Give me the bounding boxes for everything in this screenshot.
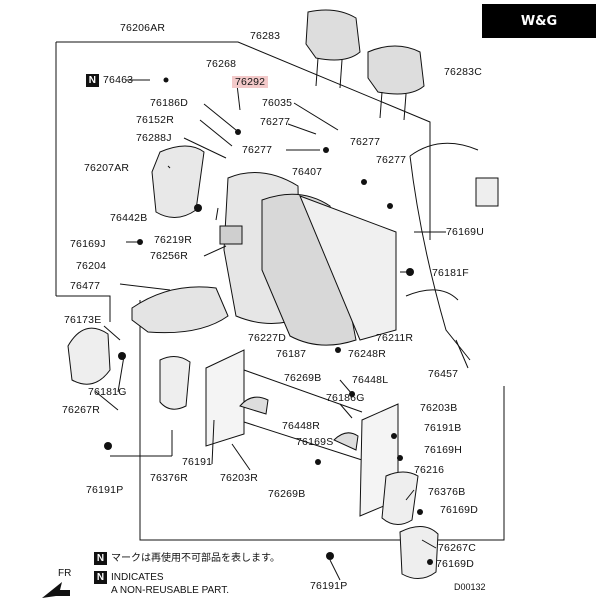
rod-upper: [243, 369, 363, 413]
part-label: 76211R: [376, 332, 414, 344]
part-label: 76169S: [296, 436, 334, 448]
part-label: 76376B: [428, 486, 466, 498]
part-label: 76181G: [88, 386, 127, 398]
legend-jp-row: N マークは再使用不可部品を表します。: [94, 552, 280, 565]
part-label: 76169U: [446, 226, 484, 238]
non-reusable-mark: N: [94, 552, 107, 565]
lever-cover-left-shape: [67, 327, 111, 385]
part-label: 76169J: [70, 238, 106, 250]
part-label: 76206AR: [120, 22, 166, 34]
belt-lower-shape: [405, 289, 459, 301]
part-label: 76219R: [154, 234, 192, 246]
belt-top-shape: [409, 142, 479, 157]
part-label: 76227D: [248, 332, 286, 344]
part-label: 76277: [350, 136, 381, 148]
part-label: 76191: [182, 456, 213, 468]
legend-notes: N マークは再使用不可部品を表します。 N INDICATES A NON-REUS…: [94, 552, 280, 597]
part-label: 76035: [262, 97, 293, 109]
hinge-left-shape: [159, 356, 191, 410]
part-label: 76277: [242, 144, 273, 156]
legend-en-row: N INDICATES: [94, 571, 280, 584]
part-label: 76442B: [110, 212, 148, 224]
legend-en-row-2: A NON-REUSABLE PART.: [94, 584, 280, 597]
part-label: 76448R: [282, 420, 320, 432]
frame-bottom-line: [139, 300, 505, 541]
drawing-code: D00132: [454, 582, 486, 592]
part-label-text: 76463: [103, 74, 134, 86]
part-label: 76203R: [220, 472, 258, 484]
non-reusable-mark: N: [94, 571, 107, 584]
part-label: 76269B: [268, 488, 306, 500]
part-label: 76152R: [136, 114, 174, 126]
link-right-shape: [333, 432, 359, 451]
part-label: 76277: [260, 116, 291, 128]
part-label: 76173E: [64, 314, 102, 326]
part-label: 76288J: [136, 132, 172, 144]
part-label: 76186G: [326, 392, 365, 404]
hinge-right-shape: [381, 471, 419, 525]
part-label: 76256R: [150, 250, 188, 262]
part-label: 76407: [292, 166, 323, 178]
part-label: 76191P: [86, 484, 124, 496]
retractor-shape: [475, 177, 499, 207]
part-label: 76283: [250, 30, 281, 42]
headrest-left-shape: [305, 9, 361, 61]
seatback-frame-shape: [299, 195, 397, 341]
legend-en-text-1: INDICATES: [111, 572, 164, 583]
brand-label: W&G: [520, 13, 558, 29]
part-label: 76477: [70, 280, 101, 292]
brand-logo: W&G: [482, 4, 596, 38]
front-arrow-icon: [42, 582, 70, 598]
part-label: 76267R: [62, 404, 100, 416]
part-label: 76448L: [352, 374, 389, 386]
lever-cover-right-shape: [399, 526, 439, 579]
part-label: 76376R: [150, 472, 188, 484]
part-label: 76186D: [150, 97, 188, 109]
headrest-right-shape: [367, 45, 425, 95]
part-label: 76267C: [438, 542, 476, 554]
link-left-shape: [239, 396, 269, 415]
part-label: 76457: [428, 368, 459, 380]
part-label: 76169D: [440, 504, 478, 516]
part-label: N 76463: [86, 74, 133, 87]
part-label: 76203B: [420, 402, 458, 414]
part-label: 76187: [276, 348, 307, 360]
rod-lower: [243, 421, 363, 461]
legend-jp-text: マークは再使用不可部品を表します。: [111, 553, 280, 564]
frame-top-line: [56, 41, 431, 240]
part-label: 76204: [76, 260, 107, 272]
legend-en-text-2: A NON-REUSABLE PART.: [111, 585, 229, 596]
part-label: 76216: [414, 464, 445, 476]
non-reusable-mark: N: [86, 74, 99, 87]
part-label: 76191P: [310, 580, 348, 592]
frame-notch: [56, 295, 111, 322]
cushion-shape: [131, 286, 229, 334]
belt-strap-shape: [409, 155, 471, 361]
part-label: 76268: [206, 58, 237, 70]
part-label: 76207AR: [84, 162, 130, 174]
part-label: 76248R: [348, 348, 386, 360]
part-label: 76169H: [424, 444, 462, 456]
part-label: 76283C: [444, 66, 482, 78]
part-label-highlighted: 76292: [232, 76, 269, 88]
part-label: 76191B: [424, 422, 462, 434]
part-label: 76169D: [436, 558, 474, 570]
recliner-left-shape: [205, 349, 245, 447]
pad-shape: [219, 225, 243, 245]
part-label: 76181F: [432, 267, 469, 279]
part-label: 76277: [376, 154, 407, 166]
part-label: 76269B: [284, 372, 322, 384]
direction-label: FR: [58, 568, 72, 579]
